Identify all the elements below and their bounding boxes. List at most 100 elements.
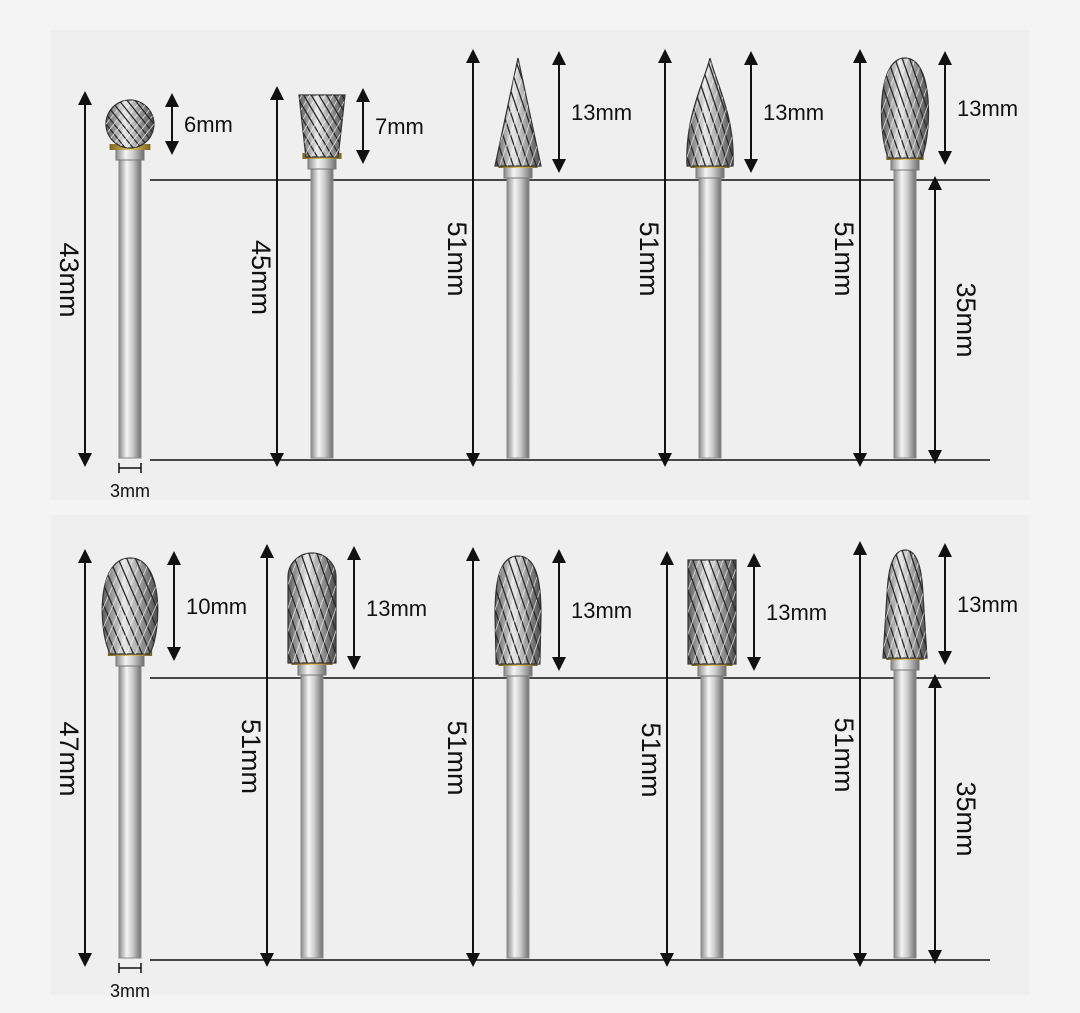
flute-line [688,560,700,664]
flute-line [529,556,541,664]
flute-line [333,95,345,157]
flute-line [495,58,507,166]
head-length-label: 13mm [766,600,827,625]
flute-highlight [299,95,318,157]
shank [310,166,334,459]
overall-length-label: 47mm [54,721,84,796]
burr-tree: 51mm 13mm [442,547,632,967]
head-length-label: 13mm [763,100,824,125]
flute-highlight [881,58,894,158]
cutter-head [687,559,737,665]
overall-length-label: 51mm [636,722,666,797]
flute-highlight [102,558,143,654]
head-length-label: 13mm [366,596,427,621]
burr-cylinder: 51mm 13mm [636,551,827,967]
flute-line [521,556,541,664]
flutes [102,558,158,654]
flute-line [316,553,336,663]
flute-highlight [316,553,336,663]
overall-length-label: 51mm [442,720,472,795]
flute-highlight [300,553,336,663]
flute-highlight [901,550,927,658]
flute-highlight [126,100,154,148]
flute-highlight [326,95,345,157]
overall-length-label: 51mm [442,221,472,296]
flute-line [883,550,894,658]
flute-highlight [126,558,158,654]
flute-highlight [324,553,336,663]
flute-highlight [692,560,732,664]
head-length-label: 6mm [184,112,233,137]
flute-highlight [288,553,316,663]
shank [506,673,530,959]
shank [506,175,530,459]
burr-oval: 51mm 13mm 35mm [829,49,1018,467]
flute-line [686,58,699,166]
flute-line [288,553,300,663]
flute-highlight [288,553,308,663]
flute-highlight [514,556,541,664]
flute-line [134,100,154,148]
flutes [688,560,736,664]
flute-highlight [134,558,158,654]
flute-line [688,560,708,664]
flute-highlight [105,100,126,148]
overall-length-label: 51mm [236,719,266,794]
flute-highlight [310,95,345,157]
flute-highlight [134,100,154,148]
flute-highlight [706,58,734,166]
flute-line [299,95,318,157]
flute-line [724,560,736,664]
flute-highlight [881,58,916,158]
cutter-head [287,552,337,664]
shank-diameter-label: 3mm [110,981,150,1001]
overall-length-label: 51mm [829,221,859,296]
shank [700,673,724,959]
flute-line [716,560,736,664]
shank [698,175,722,459]
flute-line [881,58,894,158]
overall-length-label: 45mm [246,240,276,315]
shank-length-label: 35mm [951,282,981,357]
flute-highlight [102,558,126,654]
head-length-label: 13mm [957,592,1018,617]
flute-line [143,558,158,654]
flute-highlight [881,58,902,158]
flute-highlight [299,95,326,157]
flute-line [495,58,515,166]
flute-highlight [881,58,909,158]
shank-length-label: 35mm [951,781,981,856]
overall-length-label: 51mm [829,717,859,792]
flute-highlight [529,556,541,664]
shank [118,157,142,459]
head-length-label: 13mm [571,598,632,623]
flute-highlight [110,100,150,148]
flute-highlight [288,553,324,663]
flute-highlight [108,558,152,654]
overall-length-label: 43mm [54,242,84,317]
flute-highlight [499,556,537,664]
shank [893,667,917,959]
flutes [495,556,541,664]
flute-highlight [686,58,722,166]
cutter-head [101,557,159,655]
flute-highlight [688,560,708,664]
flute-line [324,553,336,663]
flute-highlight [495,556,522,664]
flute-highlight [883,550,909,658]
burr-row-2: 47mm10mm51mm13mm51mm13mm51mm13mm51mm13mm… [54,541,1018,1001]
flute-highlight [308,553,336,663]
flute-highlight [708,560,736,664]
shank-diameter-label: 3mm [110,481,150,501]
flute-highlight [522,556,541,664]
head-length-label: 13mm [957,96,1018,121]
flute-highlight [522,58,541,166]
cutter-head [882,549,928,659]
flute-line [495,556,507,664]
burr-cylinder-ball: 51mm 13mm [236,544,427,967]
flute-line [102,558,117,654]
flute-highlight [495,556,530,664]
